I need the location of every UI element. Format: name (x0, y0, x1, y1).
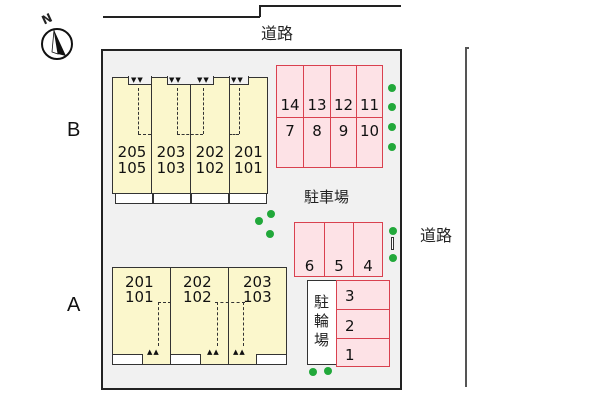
right-road-label: 道路 (420, 226, 453, 245)
unit-number-lower: 103 (156, 159, 186, 177)
unit-number-lower: 102 (183, 288, 212, 306)
parking-space-2[interactable]: 2 (336, 309, 390, 339)
unit-number-upper: 201 (125, 273, 154, 291)
building-b-label: B (67, 119, 81, 141)
right-road-line-tick (465, 47, 469, 49)
parking-space-13[interactable]: 13 (303, 65, 331, 118)
unit-number-lower: 101 (125, 288, 154, 306)
tree-icon (255, 217, 263, 225)
parking-space-9[interactable]: 9 (330, 117, 357, 168)
parking-space-8[interactable]: 8 (303, 117, 331, 168)
stair-path (239, 88, 240, 134)
entrance-arrows-icon: ▼▼ (131, 76, 144, 84)
balcony (112, 354, 143, 365)
tree-icon (388, 143, 396, 151)
balcony (170, 354, 201, 365)
unit-b-202-102[interactable]: 202 102 (190, 77, 230, 194)
entrance-arrows-icon: ▼▼ (197, 76, 210, 84)
entrance-notch (167, 76, 214, 85)
balcony (229, 193, 267, 204)
balcony (115, 193, 153, 204)
unit-a-202-102[interactable]: 202 102 (170, 267, 229, 365)
parking-space-7[interactable]: 7 (276, 117, 304, 168)
unit-number-upper: 203 (156, 143, 186, 161)
unit-b-205-105[interactable]: 205 105 (112, 77, 152, 194)
parking-space-14[interactable]: 14 (276, 65, 304, 118)
stair-path (203, 88, 204, 134)
gate-post (391, 237, 394, 250)
entrance-arrows-icon: ▲▲ (147, 348, 160, 356)
parking-space-6[interactable]: 6 (294, 222, 325, 277)
unit-number-upper: 205 (117, 143, 147, 161)
bicycle-parking-label-3: 場 (314, 331, 330, 349)
unit-a-203-103[interactable]: 203 103 (228, 267, 287, 365)
tree-icon (266, 230, 274, 238)
unit-number-upper: 202 (183, 273, 212, 291)
top-road-line-step (259, 5, 261, 17)
tree-icon (389, 254, 397, 262)
tree-icon (309, 368, 317, 376)
bicycle-parking-label-2: 輪 (314, 312, 330, 330)
entrance-notch (128, 76, 152, 85)
stair-path (217, 302, 218, 346)
parking-space-1[interactable]: 1 (336, 338, 390, 367)
entrance-notch (229, 76, 249, 85)
unit-number-upper: 201 (234, 143, 263, 161)
entrance-arrows-icon: ▼▼ (169, 76, 182, 84)
tree-icon (389, 227, 397, 235)
balcony (153, 193, 191, 204)
unit-number-upper: 202 (195, 143, 225, 161)
parking-space-3[interactable]: 3 (336, 280, 390, 310)
entrance-arrows-icon: ▲▲ (207, 348, 220, 356)
parking-space-5[interactable]: 5 (324, 222, 354, 277)
right-road-line (465, 47, 467, 387)
stair-path (177, 88, 178, 134)
unit-b-201-101[interactable]: 201 101 (229, 77, 268, 194)
compass: N (36, 11, 78, 64)
stair-path (229, 134, 239, 135)
stair-path (158, 302, 159, 346)
balcony (191, 193, 229, 204)
top-road-line-right (259, 5, 401, 7)
top-road-label: 道路 (261, 24, 294, 43)
stair-path (138, 88, 139, 134)
unit-number-upper: 203 (243, 273, 272, 291)
bicycle-parking[interactable]: 駐 輪 場 (307, 280, 337, 365)
tree-icon (388, 84, 396, 92)
stair-path (138, 134, 151, 135)
parking-space-12[interactable]: 12 (330, 65, 357, 118)
unit-a-201-101[interactable]: 201 101 (112, 267, 171, 365)
stair-path (158, 302, 171, 303)
tree-icon (388, 103, 396, 111)
unit-number-lower: 105 (117, 159, 147, 177)
unit-number-lower: 102 (195, 159, 225, 177)
unit-number-lower: 101 (234, 159, 263, 177)
parking-label: 駐車場 (304, 188, 350, 206)
parking-space-4[interactable]: 4 (353, 222, 383, 277)
stair-path (177, 134, 203, 135)
top-road-line-left (103, 16, 260, 18)
balcony (256, 354, 287, 365)
parking-space-11[interactable]: 11 (356, 65, 383, 118)
entrance-arrows-icon: ▼▼ (231, 76, 244, 84)
stair-path (215, 302, 245, 303)
bicycle-parking-label-1: 駐 (314, 293, 330, 311)
stair-path (243, 302, 244, 346)
north-arrow-icon (41, 28, 73, 60)
building-a-label: A (67, 294, 81, 316)
unit-number-lower: 103 (243, 288, 272, 306)
tree-icon (267, 210, 275, 218)
unit-b-203-103[interactable]: 203 103 (151, 77, 191, 194)
parking-space-10[interactable]: 10 (356, 117, 383, 168)
entrance-arrows-icon: ▲▲ (233, 348, 246, 356)
tree-icon (388, 123, 396, 131)
tree-icon (324, 367, 332, 375)
